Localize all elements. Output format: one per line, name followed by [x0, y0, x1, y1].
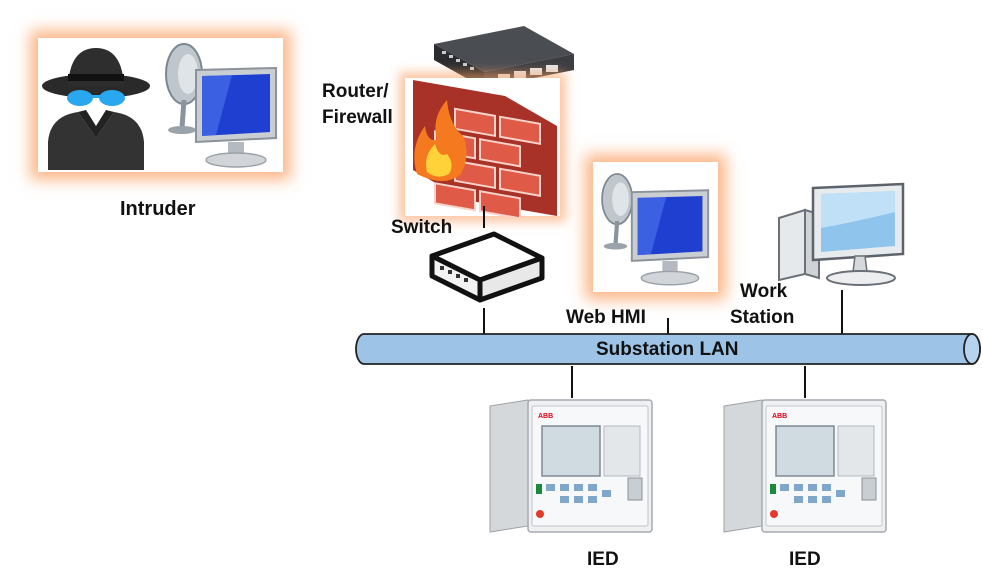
router-firewall-label-line2: Firewall: [322, 107, 393, 128]
lan-label: Substation LAN: [596, 339, 739, 360]
monitor-icon: [628, 188, 712, 288]
spy-icon: [40, 42, 152, 170]
satellite-dish-icon: [597, 168, 639, 253]
switch-label: Switch: [391, 217, 453, 238]
switch-icon: [424, 228, 546, 306]
router-firewall-label-line1: Router/: [322, 81, 389, 102]
workstation-icon: [775, 182, 910, 292]
ied-left-lan-wire: [571, 366, 573, 398]
ied-right-label: IED: [789, 549, 821, 570]
ied-right-lan-wire: [804, 366, 806, 398]
switch-lan-wire: [483, 308, 485, 334]
firewall-icon: [405, 78, 560, 218]
intruder-label: Intruder: [120, 198, 196, 220]
firewall-switch-wire: [483, 206, 485, 228]
ied-left-label: IED: [587, 549, 619, 570]
monitor-icon: [192, 66, 280, 170]
work-station-label-line1: Work: [740, 281, 788, 302]
workstation-lan-wire: [841, 290, 843, 334]
work-station-label-line2: Station: [730, 307, 795, 328]
satellite-dish-icon: [160, 40, 210, 135]
web-hmi-label: Web HMI: [566, 307, 646, 328]
ied-device-left: ABB: [488, 398, 658, 538]
ied-brand-logo: ABB: [772, 413, 787, 420]
ied-device-right: ABB: [722, 398, 892, 538]
substation-lan-bus: [354, 332, 983, 366]
ied-brand-logo: ABB: [538, 413, 553, 420]
web-hmi-lan-wire: [667, 318, 669, 334]
